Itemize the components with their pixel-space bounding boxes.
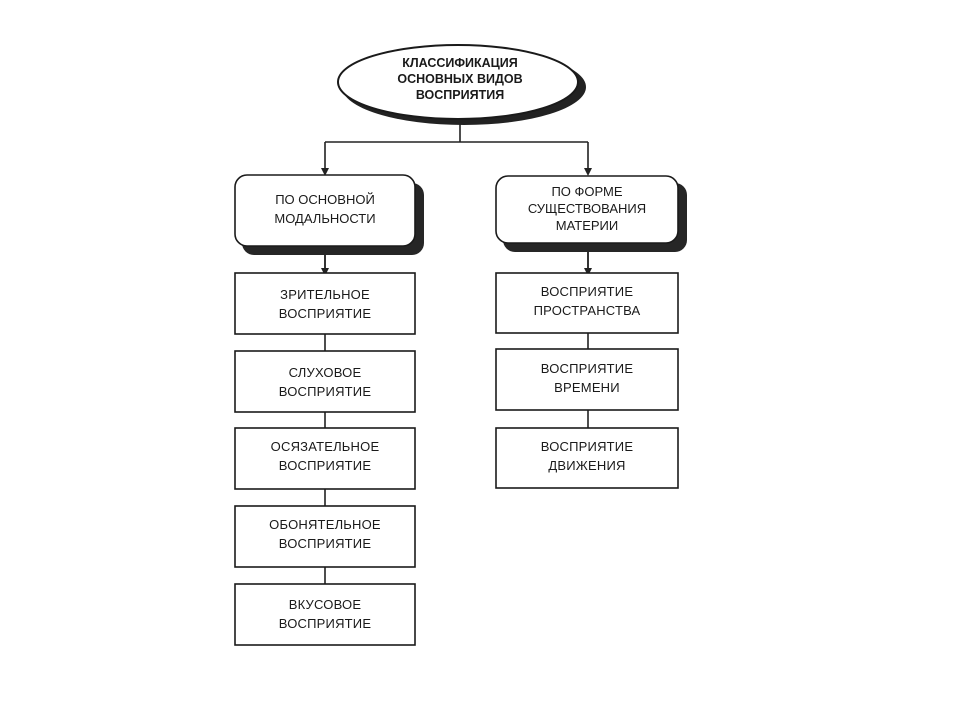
root-ellipse — [337, 44, 579, 120]
item-label-line-1: СЛУХОВОЕ — [289, 365, 362, 380]
item-box — [234, 505, 416, 568]
item-olfactory: ОБОНЯТЕЛЬНОЕ ВОСПРИЯТИЕ — [234, 505, 416, 568]
item-space: ВОСПРИЯТИЕ ПРОСТРАНСТВА — [495, 272, 679, 334]
item-label-line-1: ВОСПРИЯТИЕ — [541, 284, 634, 299]
category-label-line-1: ПО ОСНОВНОЙ — [275, 192, 375, 207]
item-auditory: СЛУХОВОЕ ВОСПРИЯТИЕ — [234, 350, 416, 413]
item-label-line-2: ВОСПРИЯТИЕ — [279, 536, 372, 551]
item-box — [495, 348, 679, 411]
item-label-line-2: ВРЕМЕНИ — [554, 380, 620, 395]
item-box — [234, 583, 416, 646]
category-label-line-1: ПО ФОРМЕ — [551, 184, 622, 199]
item-motion: ВОСПРИЯТИЕ ДВИЖЕНИЯ — [495, 427, 679, 489]
item-label-line-1: ОБОНЯТЕЛЬНОЕ — [269, 517, 381, 532]
item-time: ВОСПРИЯТИЕ ВРЕМЕНИ — [495, 348, 679, 411]
root-label-line-2: ОСНОВНЫХ ВИДОВ — [397, 72, 522, 86]
item-box — [234, 427, 416, 490]
item-label-line-1: ВКУСОВОЕ — [289, 597, 362, 612]
item-label-line-1: ВОСПРИЯТИЕ — [541, 439, 634, 454]
item-label-line-2: ВОСПРИЯТИЕ — [279, 458, 372, 473]
item-label-line-1: ОСЯЗАТЕЛЬНОЕ — [271, 439, 380, 454]
category-label-line-3: МАТЕРИИ — [556, 218, 618, 233]
item-label-line-1: ЗРИТЕЛЬНОЕ — [280, 287, 370, 302]
category-by-matter-form: ПО ФОРМЕ СУЩЕСТВОВАНИЯ МАТЕРИИ — [495, 175, 687, 252]
category-box — [234, 174, 416, 247]
item-label-line-2: ВОСПРИЯТИЕ — [279, 306, 372, 321]
item-visual: ЗРИТЕЛЬНОЕ ВОСПРИЯТИЕ — [234, 272, 416, 335]
item-label-line-2: ДВИЖЕНИЯ — [548, 458, 625, 473]
category-by-modality: ПО ОСНОВНОЙ МОДАЛЬНОСТИ — [234, 174, 424, 255]
item-tactile: ОСЯЗАТЕЛЬНОЕ ВОСПРИЯТИЕ — [234, 427, 416, 490]
root-label-line-1: КЛАССИФИКАЦИЯ — [402, 56, 518, 70]
category-box — [495, 175, 679, 244]
item-box — [495, 427, 679, 489]
item-label-line-1: ВОСПРИЯТИЕ — [541, 361, 634, 376]
item-gustatory: ВКУСОВОЕ ВОСПРИЯТИЕ — [234, 583, 416, 646]
item-box — [234, 272, 416, 335]
category-label-line-2: МОДАЛЬНОСТИ — [274, 211, 375, 226]
item-label-line-2: ВОСПРИЯТИЕ — [279, 616, 372, 631]
category-label-line-2: СУЩЕСТВОВАНИЯ — [528, 201, 646, 216]
root-label-line-3: ВОСПРИЯТИЯ — [416, 88, 504, 102]
item-label-line-2: ПРОСТРАНСТВА — [534, 303, 641, 318]
item-label-line-2: ВОСПРИЯТИЕ — [279, 384, 372, 399]
item-box — [495, 272, 679, 334]
item-box — [234, 350, 416, 413]
root-node: КЛАССИФИКАЦИЯ ОСНОВНЫХ ВИДОВ ВОСПРИЯТИЯ — [337, 44, 586, 125]
left-items: ЗРИТЕЛЬНОЕ ВОСПРИЯТИЕ СЛУХОВОЕ ВОСПРИЯТИ… — [234, 272, 416, 646]
right-items: ВОСПРИЯТИЕ ПРОСТРАНСТВА ВОСПРИЯТИЕ ВРЕМЕ… — [495, 272, 679, 489]
